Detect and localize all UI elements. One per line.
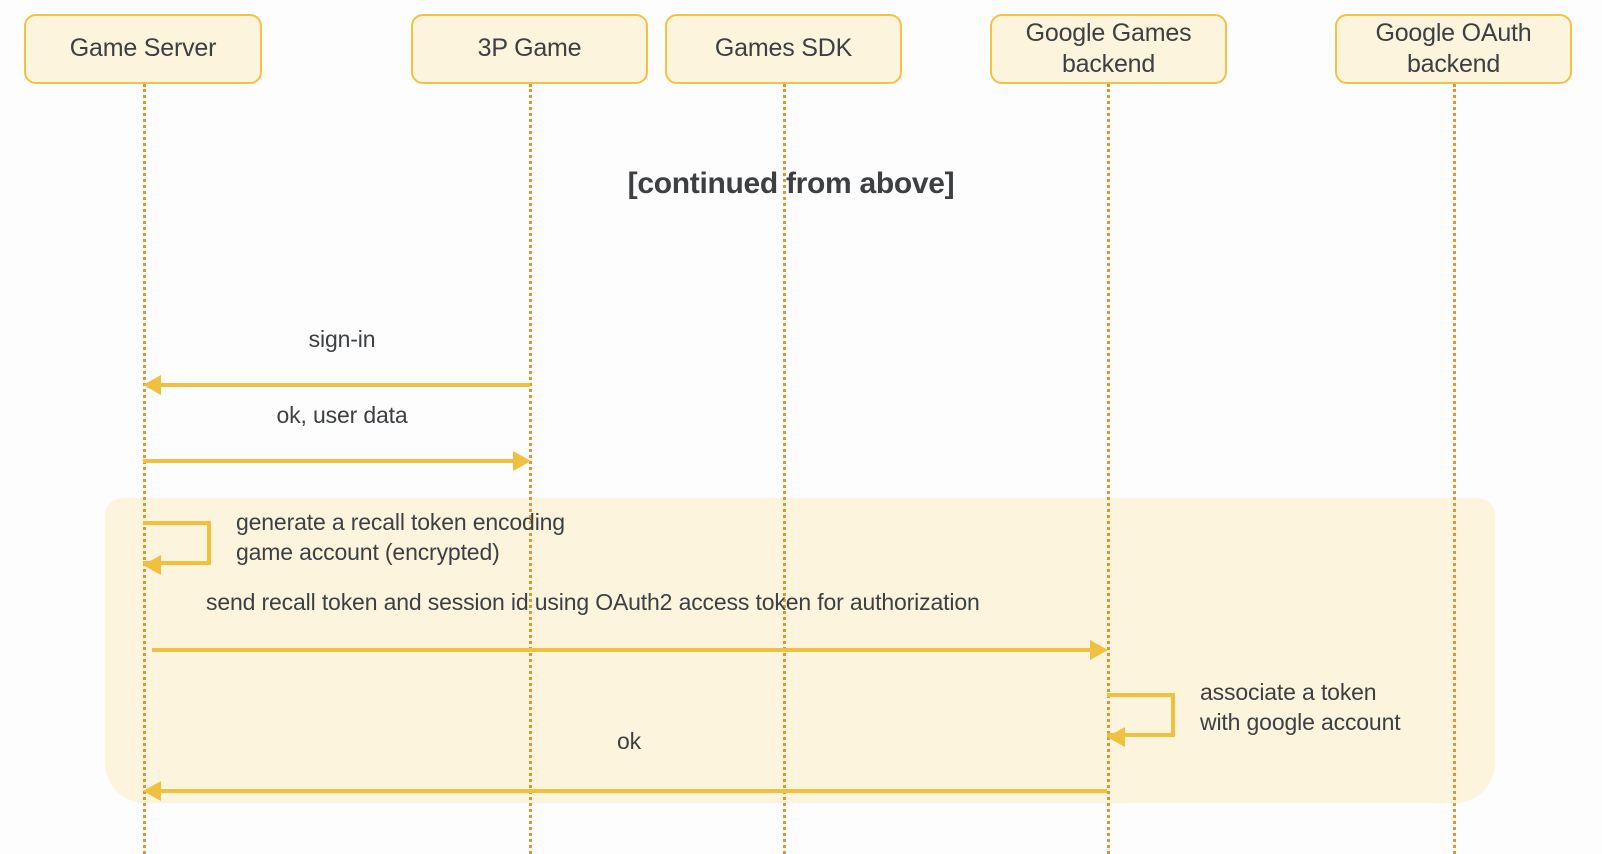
self-message-label-generate-recall-token-line1: generate a recall token encoding (236, 509, 565, 535)
participant-google-oauth-backend[interactable]: Google OAuth backend (1335, 14, 1572, 84)
participant-google-games-backend-label-line1: Google Games (1025, 18, 1192, 47)
participant-google-games-backend-label-line2: backend (1061, 50, 1156, 78)
self-message-loop-associate-token (1107, 693, 1175, 737)
message-arrowhead-send-recall-token (1090, 640, 1108, 660)
participant-game-server[interactable]: Game Server (24, 14, 262, 84)
self-message-label-associate-token-line1: associate a token (1200, 679, 1377, 705)
message-arrow-sign-in (155, 383, 530, 387)
message-arrow-ok-user-data (143, 459, 517, 463)
self-message-arrowhead-generate-recall-token (143, 555, 161, 575)
message-arrowhead-sign-in (143, 375, 161, 395)
lifeline-google-games-backend (1107, 84, 1110, 854)
message-label-sign-in: sign-in (308, 326, 376, 352)
participant-games-sdk[interactable]: Games SDK (665, 14, 902, 84)
self-message-label-generate-recall-token-line2: game account (encrypted) (236, 539, 500, 565)
message-label-send-recall-token: send recall token and session id using O… (206, 589, 980, 615)
lifeline-google-oauth-backend (1453, 84, 1456, 854)
message-arrowhead-ok (143, 781, 161, 801)
self-message-arrowhead-associate-token (1107, 727, 1125, 747)
participant-game-server-label: Game Server (69, 34, 217, 63)
message-arrow-send-recall-token (152, 648, 1094, 652)
participant-google-oauth-backend-label-line1: Google OAuth (1375, 18, 1532, 47)
self-message-loop-generate-recall-token (143, 521, 211, 565)
participant-3p-game[interactable]: 3P Game (411, 14, 648, 84)
message-arrow-ok (155, 789, 1107, 793)
message-arrowhead-ok-user-data (513, 451, 531, 471)
message-label-ok-user-data: ok, user data (276, 402, 408, 428)
participant-games-sdk-label: Games SDK (714, 34, 853, 63)
self-message-label-associate-token-line2: with google account (1200, 709, 1401, 735)
participant-google-oauth-backend-label-line2: backend (1406, 50, 1501, 78)
lifeline-game-server (143, 84, 146, 854)
lifeline-games-sdk (783, 84, 786, 854)
message-label-ok: ok (617, 728, 641, 754)
participant-google-games-backend[interactable]: Google Games backend (990, 14, 1227, 84)
participant-3p-game-label: 3P Game (477, 34, 582, 63)
continued-from-above-note: [continued from above] (627, 167, 955, 200)
